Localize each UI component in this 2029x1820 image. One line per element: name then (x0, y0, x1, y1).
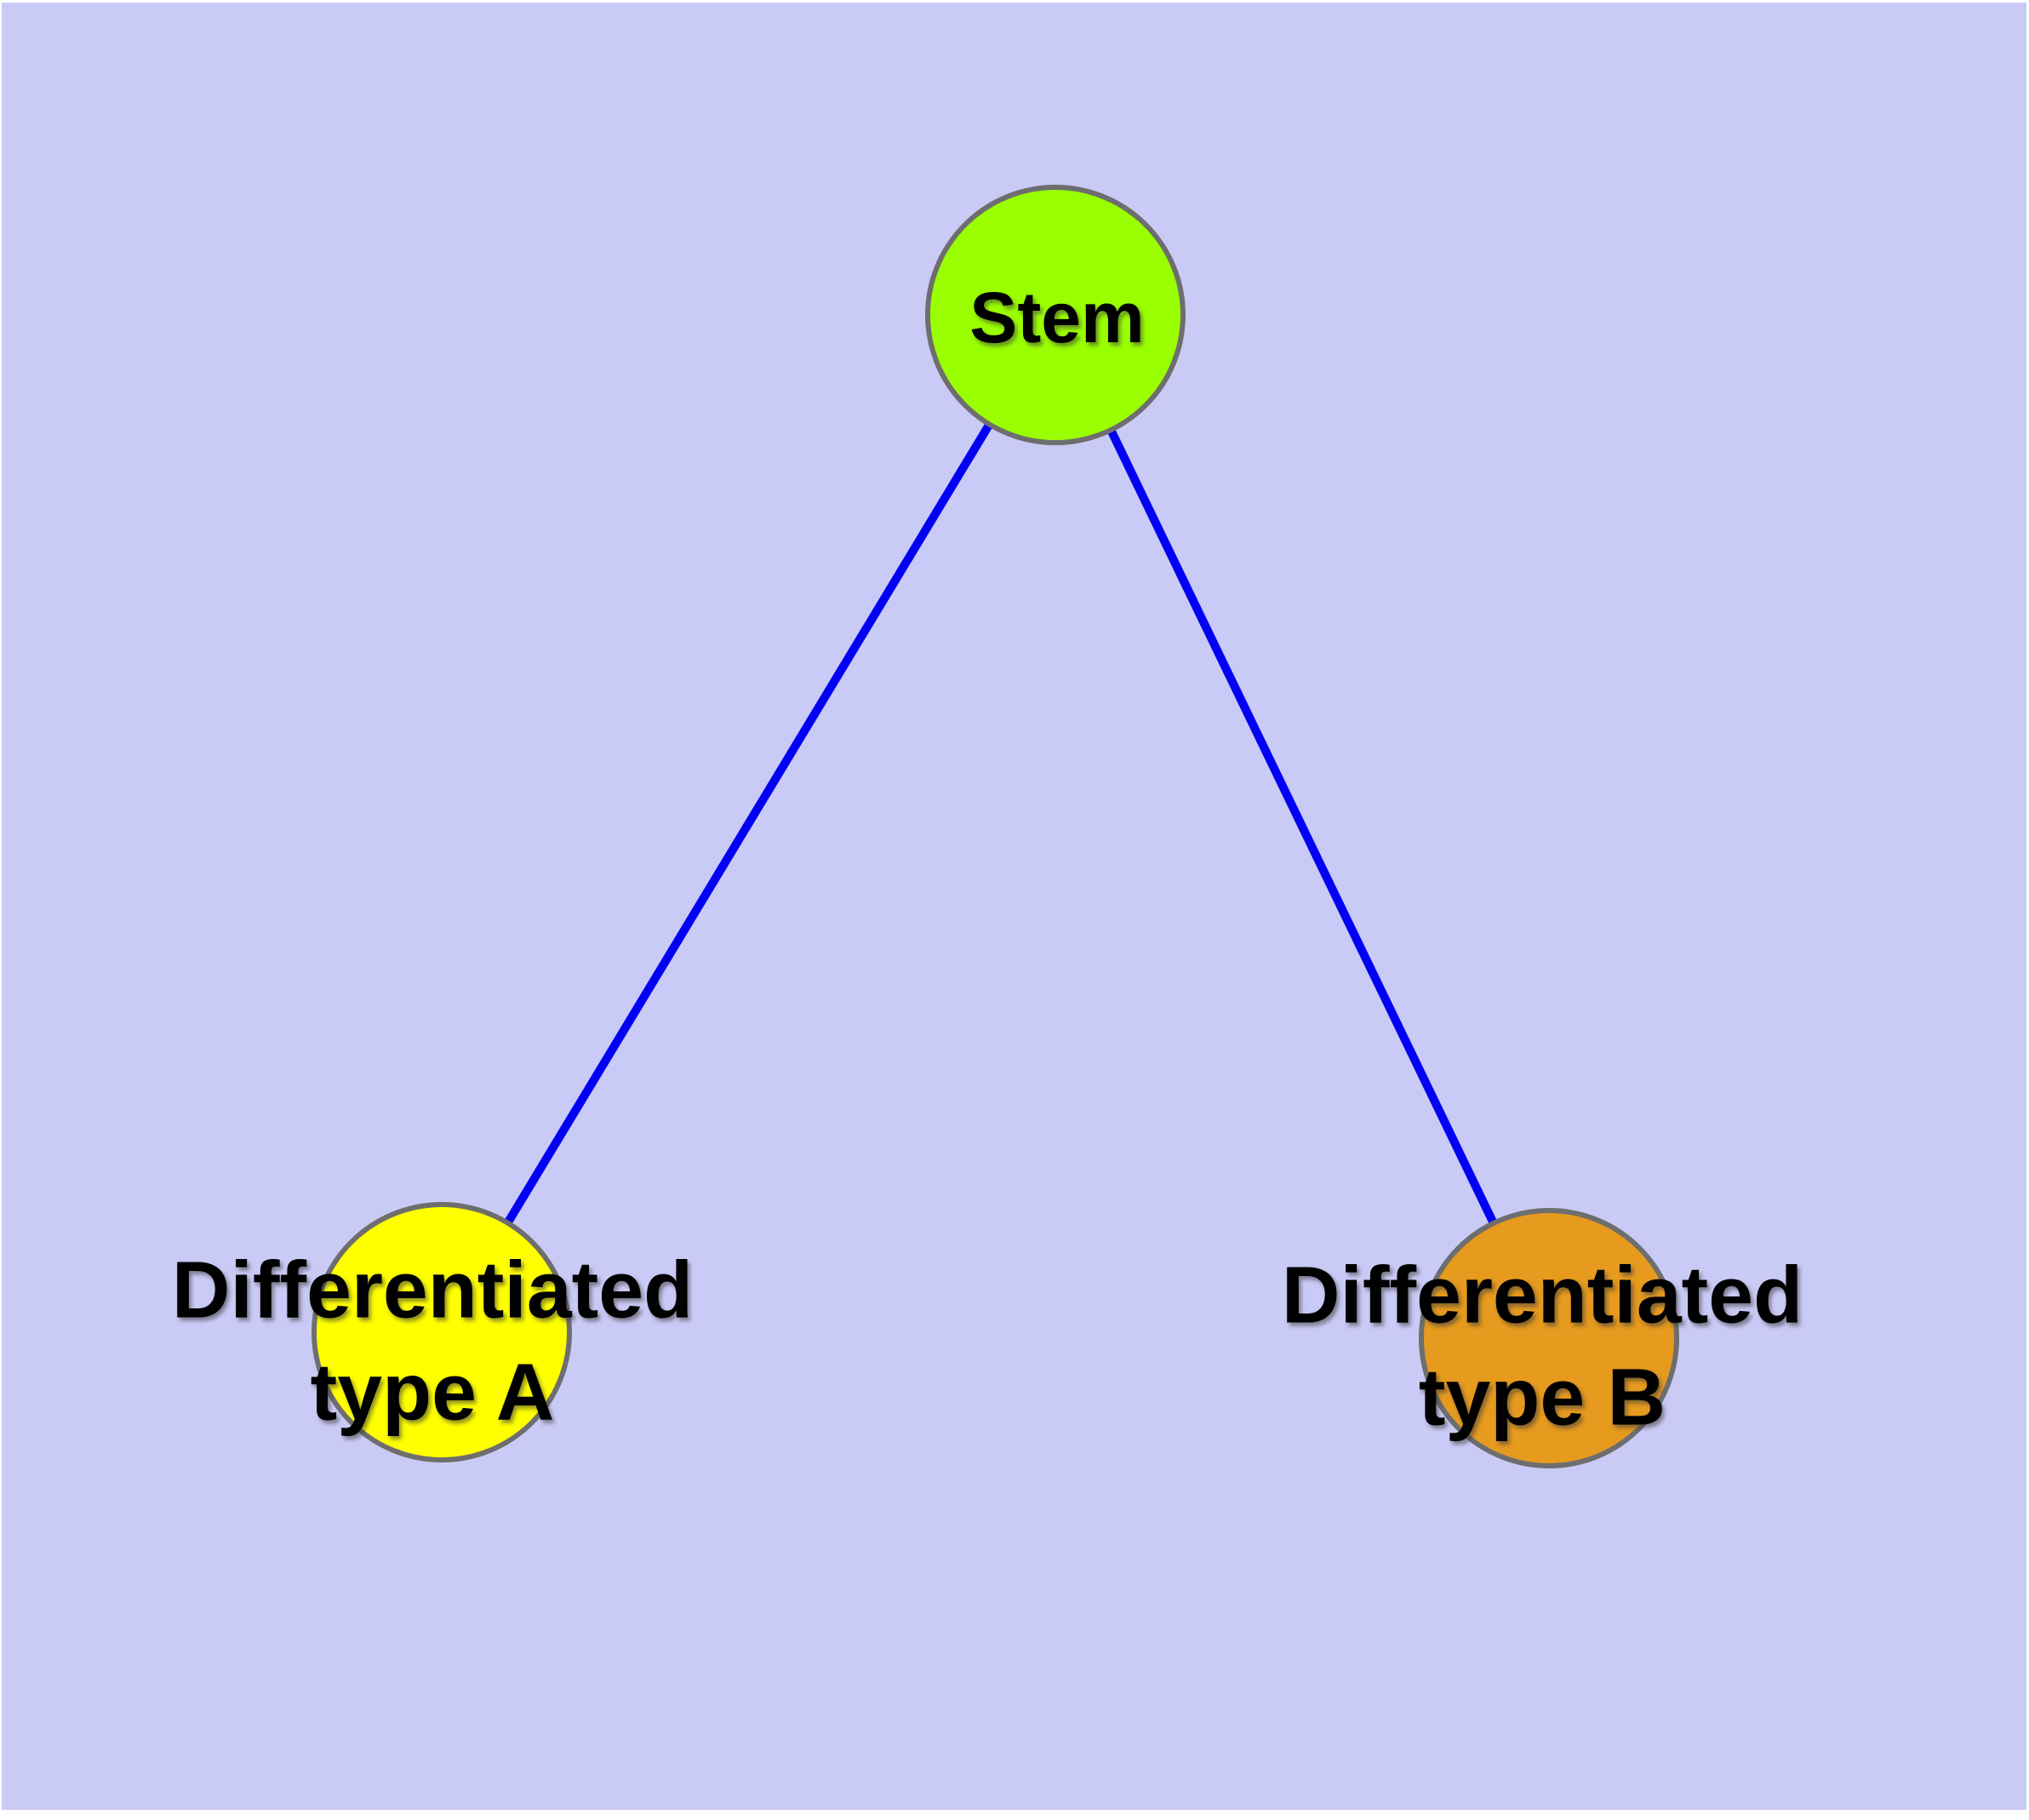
node-differentiated-type-b (1419, 1208, 1679, 1468)
node-differentiated-type-a (311, 1202, 572, 1462)
edge-stem-to-type-b (1051, 312, 1553, 1341)
edge-stem-to-type-a (437, 312, 1060, 1335)
node-stem (925, 185, 1186, 445)
